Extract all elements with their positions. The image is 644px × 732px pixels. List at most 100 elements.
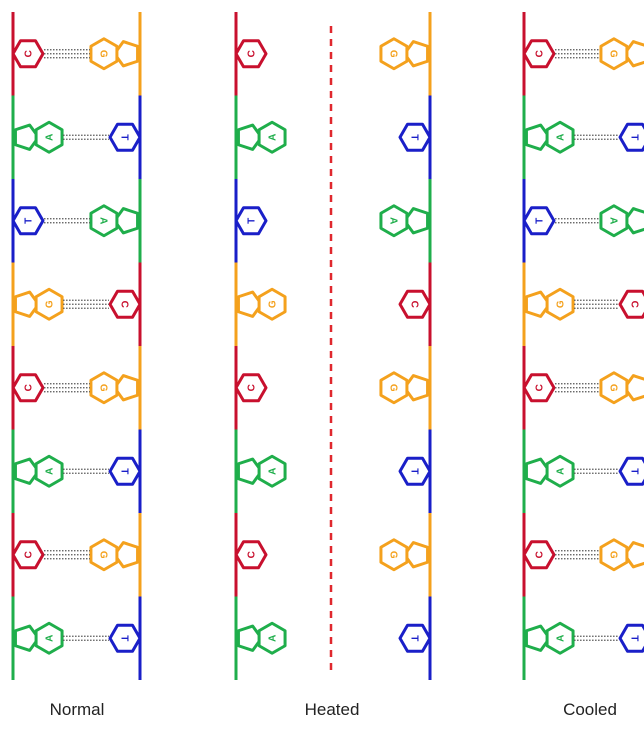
- base-letter: A: [45, 468, 56, 475]
- base-g: G: [238, 289, 285, 319]
- base-g: G: [91, 39, 138, 69]
- base-g: G: [526, 289, 573, 319]
- base-letter: T: [535, 218, 546, 224]
- base-letter: A: [268, 635, 279, 642]
- base-letter: C: [247, 551, 258, 558]
- base-letter: G: [387, 384, 398, 392]
- base-letter: G: [387, 551, 398, 559]
- base-c: C: [13, 375, 43, 401]
- base-c: C: [13, 542, 43, 568]
- base-letter: C: [24, 50, 35, 57]
- base-c: C: [524, 542, 554, 568]
- base-t: T: [13, 208, 43, 234]
- base-letter: C: [24, 551, 35, 558]
- base-t: T: [620, 625, 644, 651]
- base-letter: G: [607, 551, 618, 559]
- base-t: T: [400, 458, 430, 484]
- base-g: G: [601, 39, 644, 69]
- base-c: C: [13, 41, 43, 67]
- base-letter: T: [119, 134, 130, 140]
- base-letter: G: [607, 384, 618, 392]
- base-g: G: [601, 540, 644, 570]
- base-a: A: [91, 206, 138, 236]
- caption-cooled: Cooled: [563, 700, 617, 720]
- base-letter: A: [268, 134, 279, 141]
- base-letter: C: [247, 50, 258, 57]
- base-letter: C: [247, 384, 258, 391]
- base-a: A: [601, 206, 644, 236]
- base-t: T: [620, 458, 644, 484]
- base-pair: AT: [526, 456, 644, 486]
- base-letter: A: [45, 134, 56, 141]
- base-c: C: [524, 375, 554, 401]
- base-pair: TA: [13, 206, 138, 236]
- base-a: A: [238, 623, 285, 653]
- base-t: T: [620, 124, 644, 150]
- base-letter: A: [268, 468, 279, 475]
- base-t: T: [110, 458, 140, 484]
- base-letter: G: [45, 300, 56, 308]
- base-letter: A: [556, 635, 567, 642]
- base-c: C: [524, 41, 554, 67]
- base-c: C: [110, 291, 140, 317]
- base-a: A: [238, 456, 285, 486]
- base-c: C: [620, 291, 644, 317]
- base-letter: A: [556, 134, 567, 141]
- base-letter: G: [97, 384, 108, 392]
- base-letter: C: [119, 301, 130, 308]
- base-letter: T: [24, 218, 35, 224]
- base-letter: T: [409, 635, 420, 641]
- base-letter: G: [97, 50, 108, 58]
- base-t: T: [400, 625, 430, 651]
- base-letter: T: [409, 134, 420, 140]
- base-pair: AT: [238, 623, 430, 653]
- base-a: A: [15, 122, 62, 152]
- base-g: G: [601, 373, 644, 403]
- base-pair: CG: [13, 373, 138, 403]
- base-g: G: [91, 540, 138, 570]
- base-letter: A: [45, 635, 56, 642]
- base-c: C: [236, 375, 266, 401]
- base-t: T: [236, 208, 266, 234]
- base-letter: T: [119, 635, 130, 641]
- base-letter: C: [535, 50, 546, 57]
- caption-heated: Heated: [305, 700, 360, 720]
- base-g: G: [91, 373, 138, 403]
- base-letter: A: [556, 468, 567, 475]
- base-t: T: [110, 625, 140, 651]
- base-letter: T: [629, 468, 640, 474]
- base-a: A: [526, 456, 573, 486]
- base-g: G: [15, 289, 62, 319]
- base-a: A: [238, 122, 285, 152]
- base-letter: T: [247, 218, 258, 224]
- base-a: A: [15, 623, 62, 653]
- base-letter: T: [409, 468, 420, 474]
- base-letter: C: [629, 301, 640, 308]
- base-letter: G: [556, 300, 567, 308]
- base-c: C: [236, 41, 266, 67]
- base-a: A: [381, 206, 428, 236]
- base-letter: A: [607, 217, 618, 224]
- base-letter: C: [535, 551, 546, 558]
- base-t: T: [524, 208, 554, 234]
- base-g: G: [381, 373, 428, 403]
- base-letter: G: [268, 300, 279, 308]
- caption-normal: Normal: [50, 700, 105, 720]
- base-g: G: [381, 540, 428, 570]
